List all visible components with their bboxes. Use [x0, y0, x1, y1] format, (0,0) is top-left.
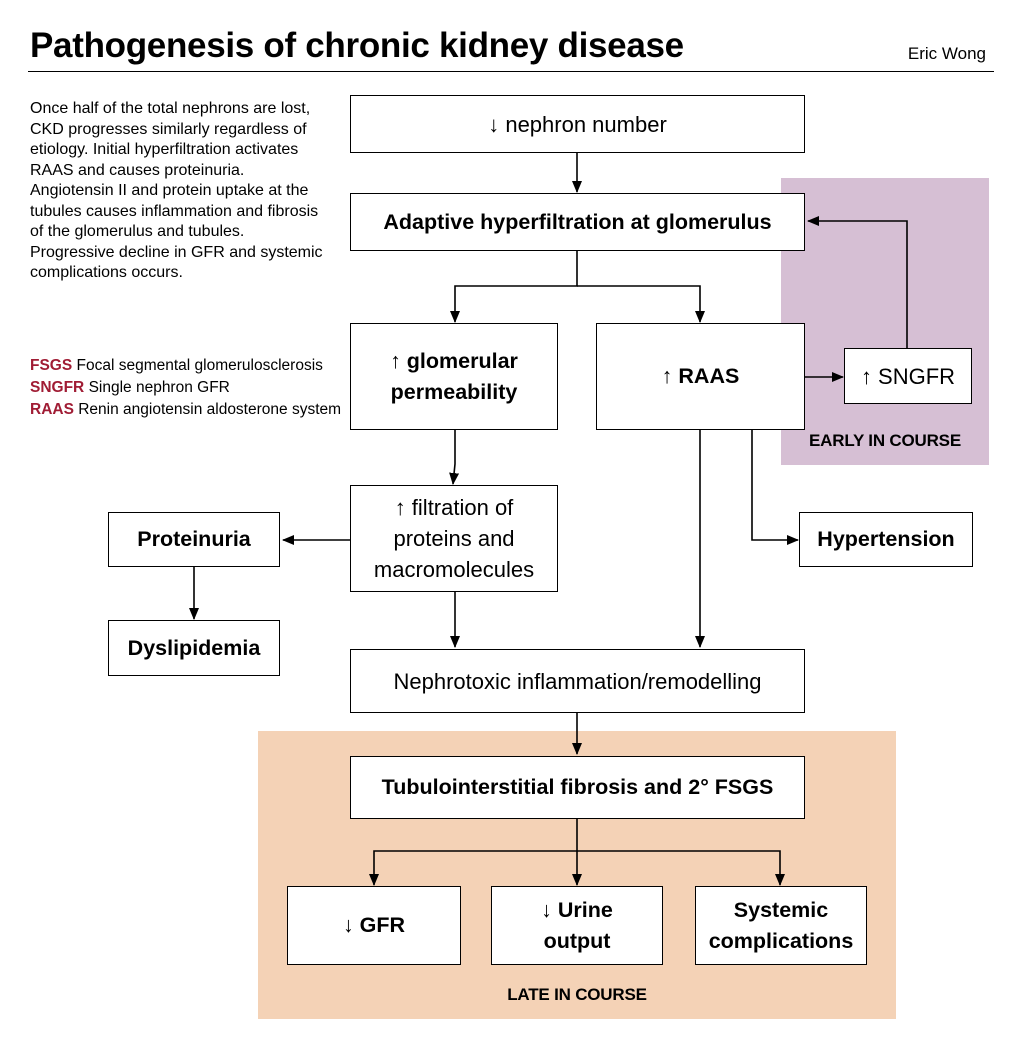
glossary-item-sngfr: SNGFR Single nephron GFR [30, 377, 350, 399]
fibrosis-text: Tubulointerstitial fibrosis and 2° FSGS [381, 775, 774, 799]
arrow-fibrosis-to-systemic [577, 850, 785, 886]
glomerular-permeability-box: ↑ glomerular permeability [350, 323, 558, 430]
inflammation-box: Nephrotoxic inflammation/remodelling [350, 649, 805, 713]
arrow-fibrosis-split [369, 819, 578, 886]
arrow-permeability-to-filtration [449, 430, 460, 485]
page-title: Pathogenesis of chronic kidney disease [30, 26, 684, 65]
urine-output-text: ↓ Urine output [541, 897, 613, 953]
title-divider [28, 71, 994, 72]
gfr-box: ↓ GFR [287, 886, 461, 965]
glossary-abbr: SNGFR [30, 379, 85, 396]
author-name: Eric Wong [907, 44, 986, 63]
protein-filtration-text: ↑ filtration of proteins and macromolecu… [373, 495, 535, 582]
glossary-item-raas: RAAS Renin angiotensin aldosterone syste… [30, 399, 350, 421]
raas-box: ↑ RAAS [596, 323, 805, 430]
glossary-abbr: FSGS [30, 357, 73, 374]
nephron-number-text: ↓ nephron number [488, 111, 667, 137]
raas-text: ↑ RAAS [661, 364, 740, 388]
arrow-hyperfiltration-split [450, 251, 578, 323]
hypertension-text: Hypertension [817, 527, 955, 551]
nephron-number-box: ↓ nephron number [350, 95, 805, 153]
fibrosis-box: Tubulointerstitial fibrosis and 2° FSGS [350, 756, 805, 819]
arrow-sngfr-feedback [807, 216, 908, 348]
hypertension-box: Hypertension [799, 512, 973, 567]
dyslipidemia-box: Dyslipidemia [108, 620, 280, 676]
glossary-item-fsgs: FSGS Focal segmental glomerulosclerosis [30, 355, 350, 377]
proteinuria-box: Proteinuria [108, 512, 280, 567]
early-course-label: EARLY IN COURSE [809, 431, 961, 450]
glomerular-permeability-text: ↑ glomerular permeability [390, 348, 518, 404]
systemic-complications-text: Systemic complications [708, 897, 854, 953]
description-text: Once half of the total nephrons are lost… [30, 100, 323, 281]
glossary-definition: Single nephron GFR [88, 379, 230, 396]
sngfr-box: ↑ SNGFR [844, 348, 972, 404]
glossary-definition: Renin angiotensin aldosterone system [78, 401, 342, 418]
arrow-raas-to-hypertension [751, 430, 799, 545]
sngfr-text: ↑ SNGFR [860, 363, 956, 389]
urine-output-box: ↓ Urine output [491, 886, 663, 965]
arrow-hyperfiltration-to-raas [577, 285, 705, 323]
dyslipidemia-text: Dyslipidemia [127, 635, 261, 660]
late-course-label: LATE IN COURSE [507, 985, 647, 1004]
inflammation-text: Nephrotoxic inflammation/remodelling [393, 668, 762, 694]
hyperfiltration-box: Adaptive hyperfiltration at glomerulus [350, 193, 805, 251]
proteinuria-text: Proteinuria [137, 527, 251, 551]
glossary: FSGS Focal segmental glomerulosclerosis … [30, 355, 350, 421]
glossary-abbr: RAAS [30, 401, 74, 418]
gfr-text: ↓ GFR [342, 913, 406, 937]
hyperfiltration-text: Adaptive hyperfiltration at glomerulus [383, 209, 772, 234]
glossary-definition: Focal segmental glomerulosclerosis [76, 357, 323, 374]
protein-filtration-box: ↑ filtration of proteins and macromolecu… [350, 485, 558, 592]
systemic-complications-box: Systemic complications [695, 886, 867, 965]
